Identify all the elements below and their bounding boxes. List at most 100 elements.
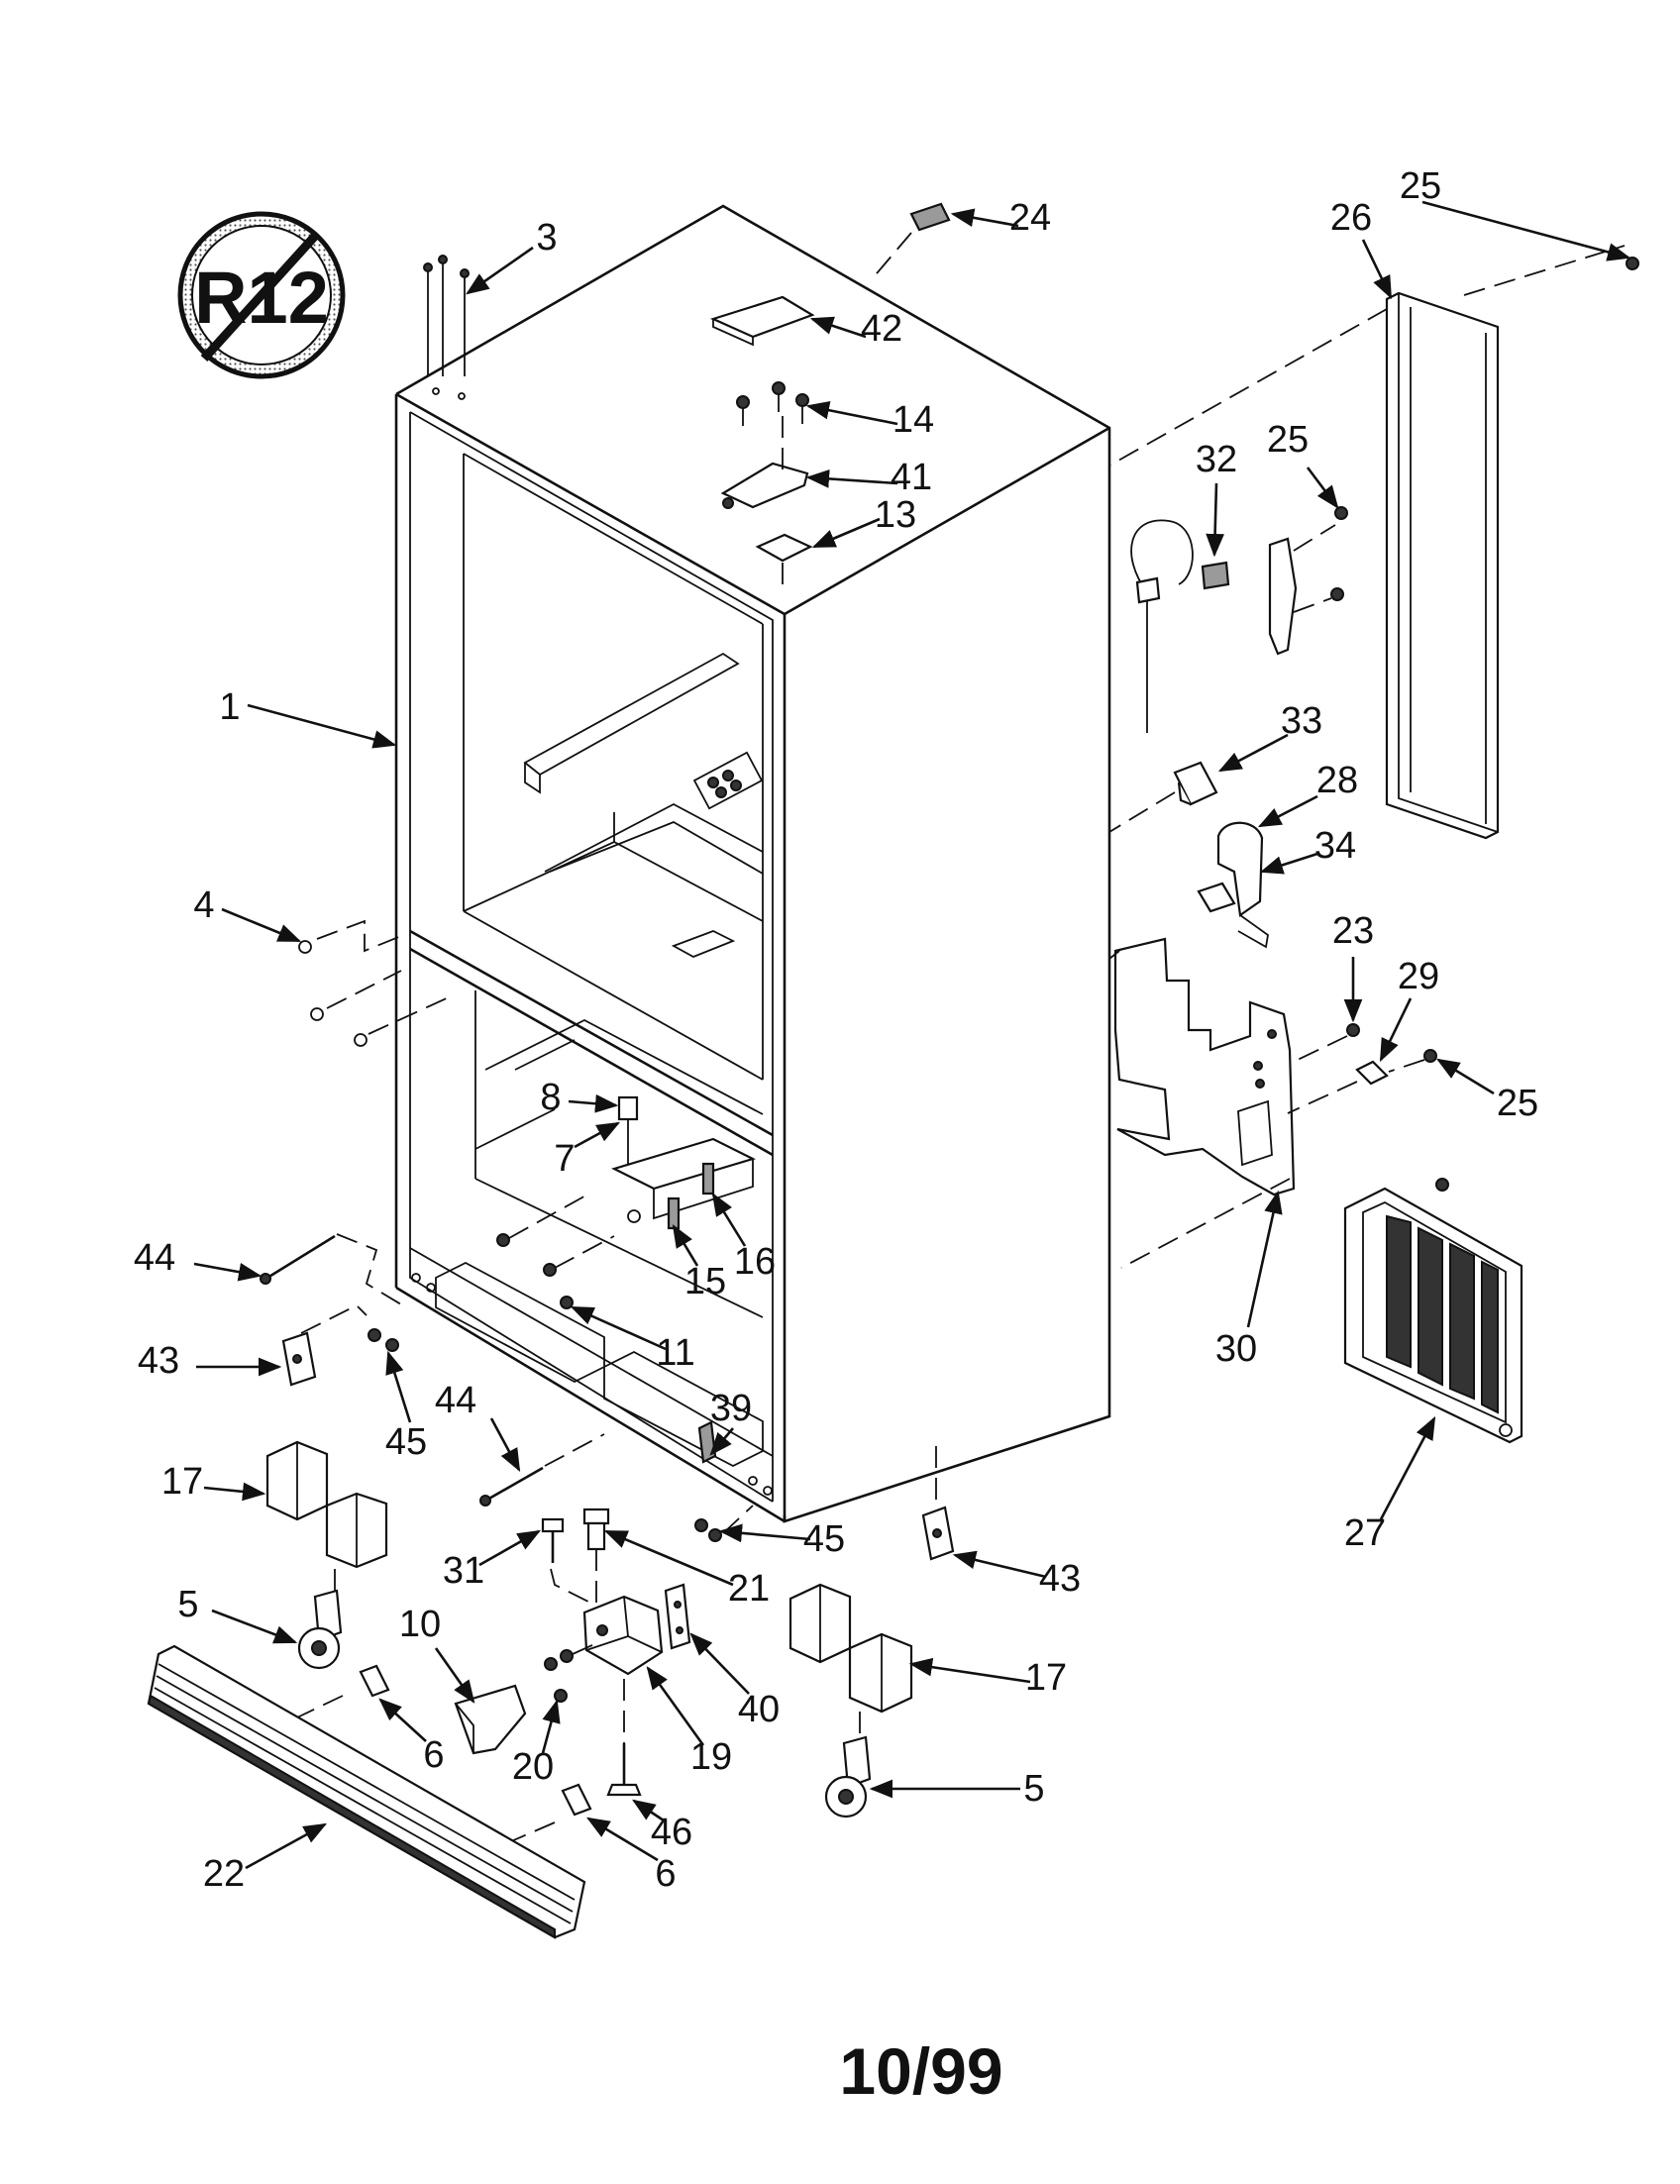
callout-label-1: 1 (219, 686, 240, 728)
leader-line-6a (378, 1698, 427, 1742)
leader-line-40 (689, 1632, 750, 1695)
callout-label-44b: 44 (435, 1380, 476, 1421)
leader-line-33 (1217, 733, 1289, 773)
callout-label-46: 46 (651, 1812, 692, 1853)
screws-3 (423, 255, 470, 400)
control-buttons (692, 751, 764, 810)
grille-27 (1343, 1187, 1523, 1444)
callout-label-16: 16 (734, 1241, 776, 1283)
callout-label-45a: 45 (385, 1421, 427, 1463)
roller-bracket-17-left (265, 1440, 388, 1595)
callout-label-3: 3 (536, 217, 557, 259)
callout-label-30: 30 (1215, 1328, 1257, 1370)
kick-plate-22 (147, 1644, 586, 1939)
leader-line-14 (805, 400, 898, 426)
rod-44-lower (479, 1433, 605, 1507)
leader-line-32 (1206, 482, 1224, 558)
callout-label-27: 27 (1344, 1512, 1386, 1554)
callout-label-45b: 45 (803, 1518, 845, 1560)
leader-line-17b (908, 1657, 1031, 1684)
callout-label-25c: 25 (1497, 1083, 1538, 1124)
leader-line-8 (568, 1093, 619, 1113)
hinge-bracket-41 (720, 416, 809, 509)
part-8 (617, 1095, 639, 1169)
callout-label-26: 26 (1330, 197, 1372, 239)
callout-label-15: 15 (684, 1261, 726, 1302)
wheel-5-left (297, 1589, 343, 1670)
lamp-socket-33 (1108, 761, 1218, 833)
callout-label-25a: 25 (1400, 165, 1441, 207)
leader-line-30 (1246, 1190, 1283, 1328)
screws-20 (544, 1643, 595, 1703)
leader-line-29 (1379, 997, 1413, 1063)
callout-label-34: 34 (1314, 825, 1356, 867)
leveler-46 (606, 1679, 642, 1797)
callout-label-14: 14 (892, 399, 934, 441)
top-hinge-part-42 (709, 295, 815, 347)
leader-line-45b (718, 1523, 811, 1543)
callout-label-33: 33 (1281, 700, 1322, 742)
cabinet (394, 204, 1111, 1523)
screws-25-right (1388, 1049, 1449, 1192)
leader-line-3 (466, 246, 534, 295)
callout-label-41: 41 (891, 457, 932, 498)
callout-label-6a: 6 (423, 1734, 444, 1776)
callout-label-4: 4 (193, 884, 214, 926)
callout-label-22: 22 (203, 1853, 245, 1895)
screw-23 (1297, 1023, 1360, 1061)
callout-label-24: 24 (1009, 197, 1051, 239)
leader-line-34 (1259, 852, 1318, 875)
screws-4 (298, 919, 452, 1047)
callout-label-42: 42 (861, 308, 902, 350)
callout-label-13: 13 (875, 494, 916, 536)
callout-label-8: 8 (540, 1077, 561, 1118)
control-bracket-30 (1108, 937, 1296, 1269)
clip-6-lower (494, 1783, 592, 1849)
callout-label-7: 7 (554, 1138, 575, 1180)
thermostat-32 (1130, 519, 1230, 733)
leader-line-39 (709, 1427, 734, 1456)
part-29 (1287, 1060, 1389, 1114)
leader-line-27 (1379, 1415, 1436, 1520)
leader-line-25c (1435, 1058, 1495, 1095)
callout-label-6b: 6 (655, 1853, 676, 1895)
footer-date: 10/99 (839, 2034, 1002, 2108)
leader-line-28 (1257, 794, 1318, 828)
callout-label-32: 32 (1196, 439, 1237, 480)
bracket-43-left (281, 1303, 368, 1387)
part-15-16 (611, 1137, 756, 1230)
no-r12-icon: R12 (177, 211, 346, 379)
leader-line-10 (434, 1647, 475, 1704)
hinge-screws-14 (736, 381, 809, 426)
callout-label-39: 39 (710, 1388, 752, 1429)
callout-label-43b: 43 (1039, 1558, 1081, 1600)
leader-line-5a (211, 1609, 298, 1644)
leader-line-15 (672, 1223, 699, 1267)
callout-label-5b: 5 (1023, 1768, 1044, 1810)
leader-line-7 (574, 1121, 621, 1149)
bracket-43-right (921, 1446, 955, 1561)
screws-45-right (694, 1505, 754, 1542)
leader-line-43b (952, 1550, 1047, 1579)
cover-26 (1108, 245, 1626, 840)
screws-45-left (368, 1328, 399, 1352)
callout-label-11: 11 (656, 1332, 694, 1374)
part-10 (454, 1684, 527, 1755)
pin-31 (541, 1517, 591, 1604)
callout-label-29: 29 (1398, 956, 1439, 997)
hinge-shim-13 (755, 533, 813, 594)
leader-line-26 (1361, 239, 1393, 300)
light-switch-28-34 (1197, 821, 1269, 949)
leader-line-45a (385, 1350, 412, 1423)
callout-label-23: 23 (1332, 910, 1374, 952)
part-21 (582, 1508, 610, 1605)
callout-label-40: 40 (738, 1689, 780, 1730)
callout-label-21: 21 (728, 1568, 770, 1610)
callout-label-25b: 25 (1267, 419, 1309, 461)
leader-line-16 (711, 1193, 747, 1247)
leader-line-4 (221, 907, 302, 943)
plug-24 (871, 202, 951, 280)
bracket-25-mid (1268, 506, 1348, 656)
